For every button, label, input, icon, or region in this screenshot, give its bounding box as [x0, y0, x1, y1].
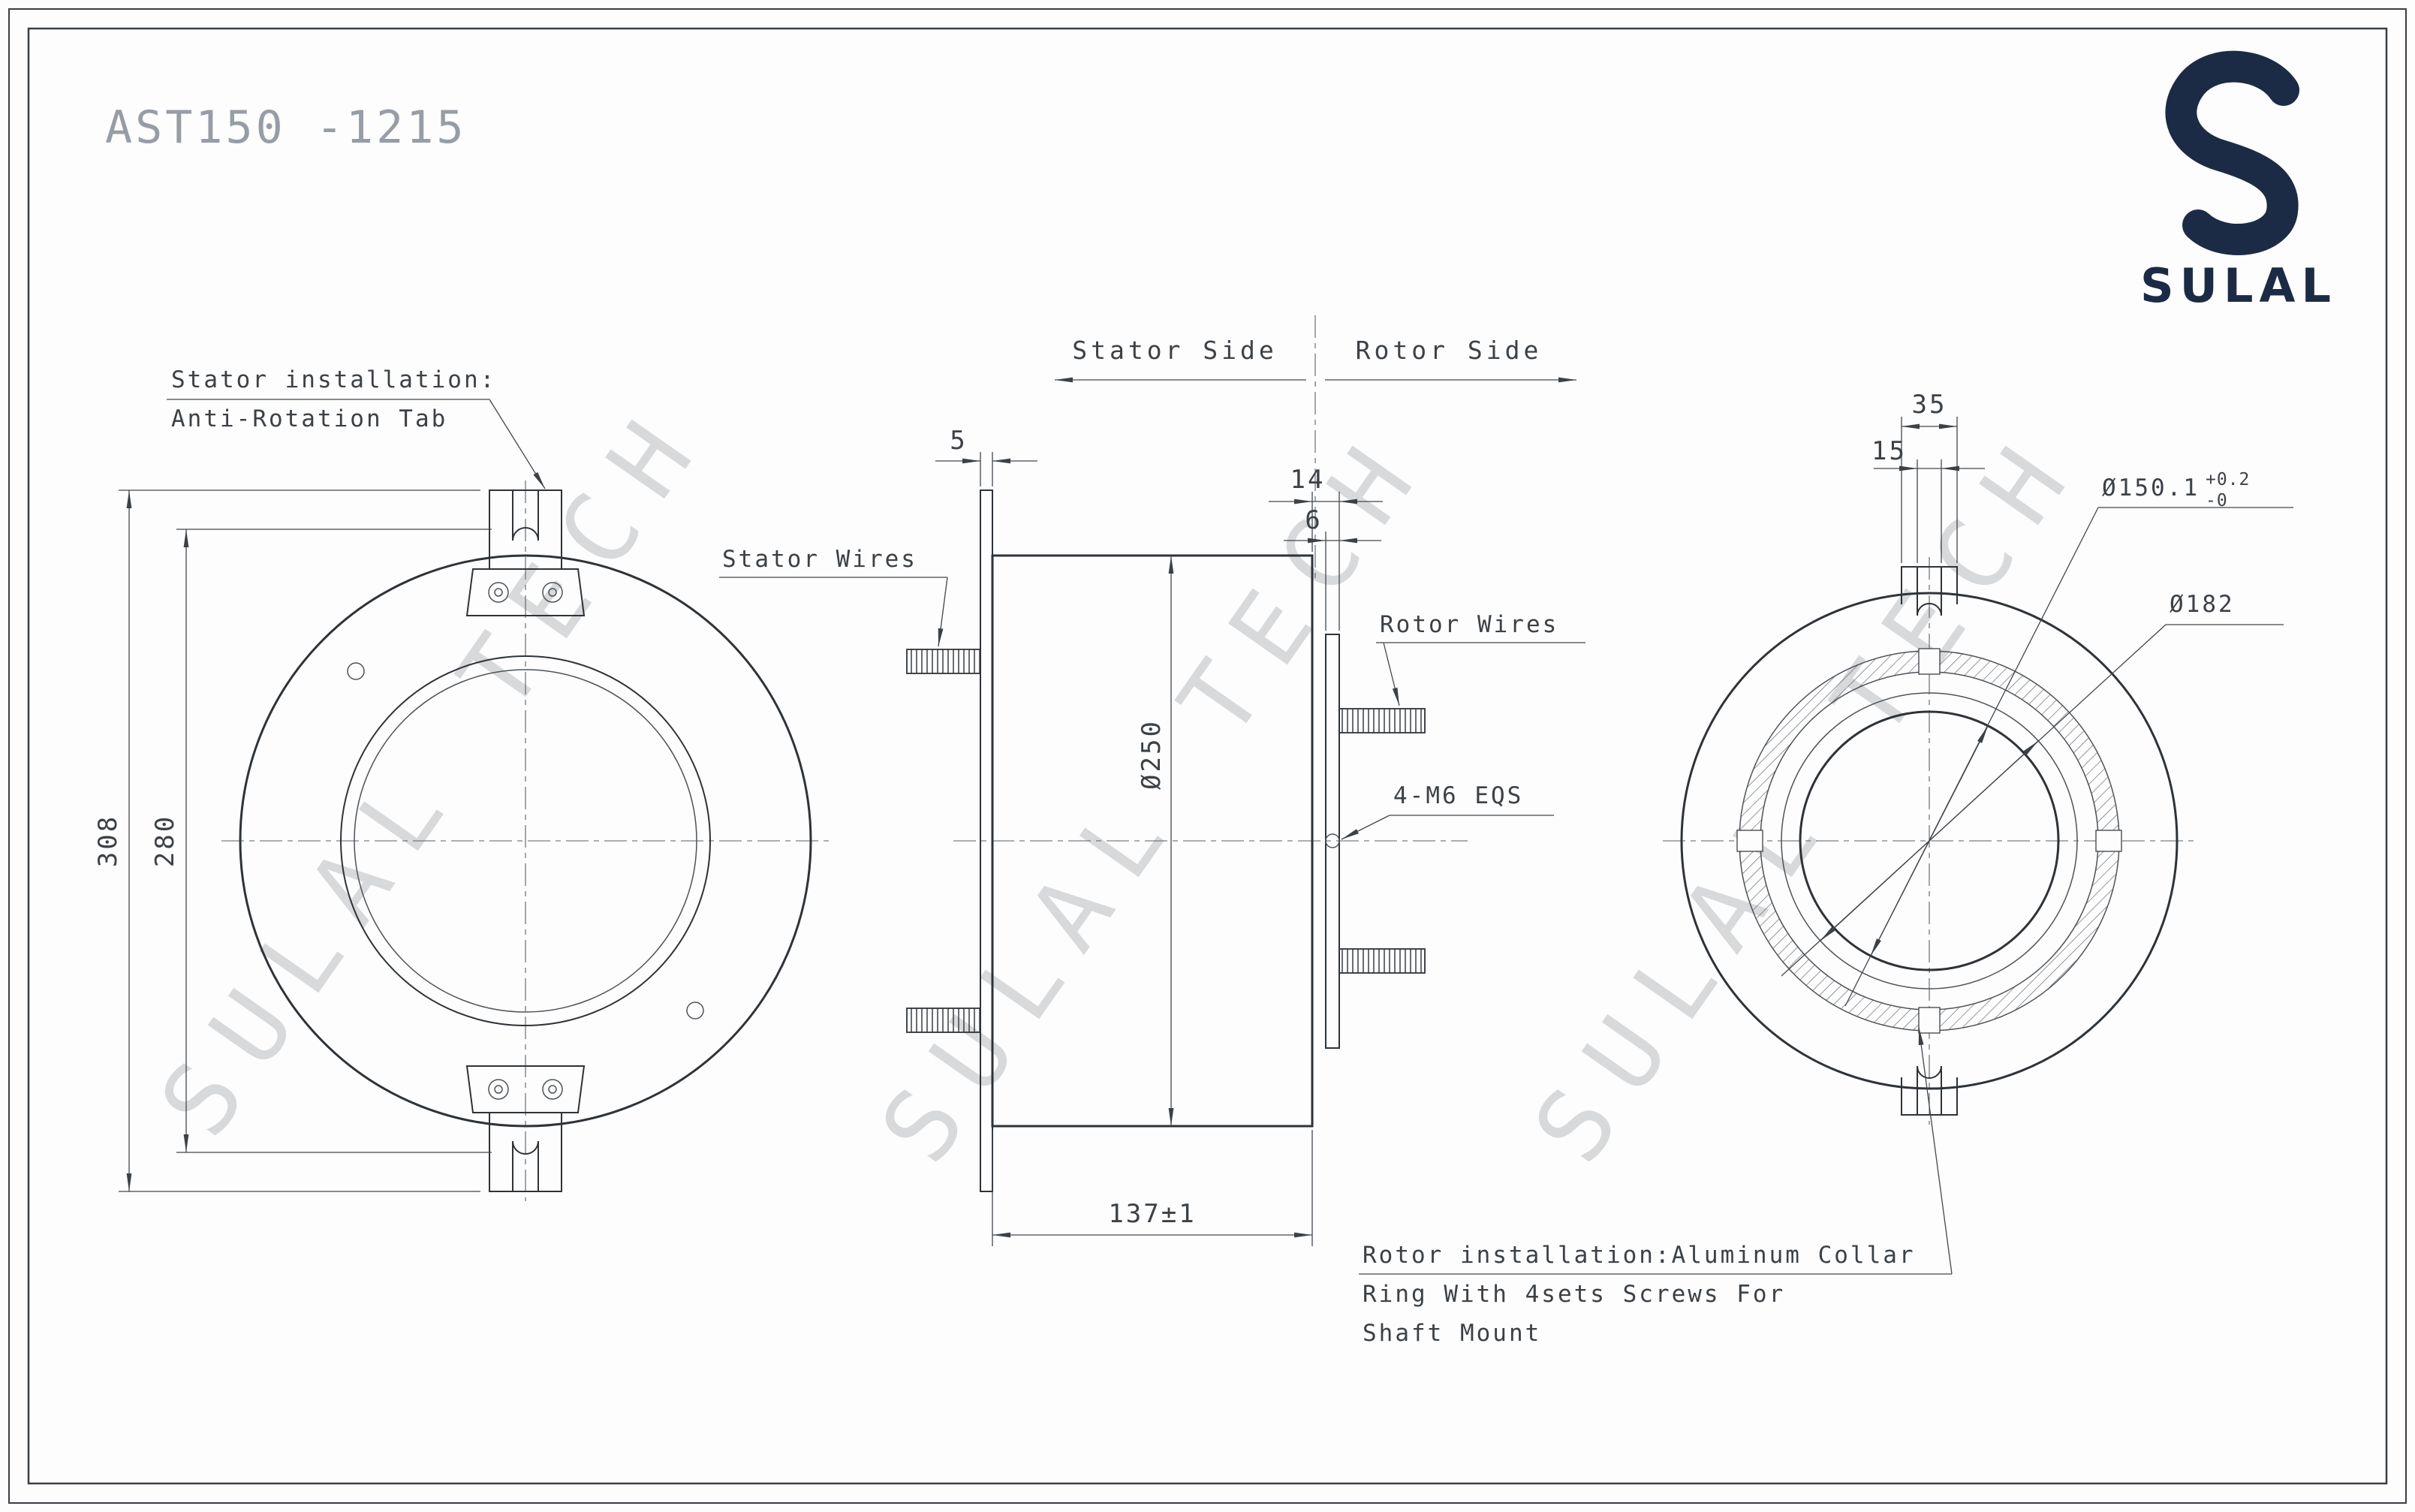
dimension-137: 137±1: [992, 1130, 1313, 1246]
rotor-wires-callout: Rotor Wires: [1376, 611, 1585, 706]
page-title: AST150 -1215: [105, 101, 466, 154]
stator-wire-bundle: [906, 649, 981, 674]
bore-circle: [1799, 710, 2060, 971]
stator-body: [991, 554, 1314, 1128]
side-view: Stator Side Rotor Side Stator Wires Roto…: [719, 315, 1585, 1246]
rotor-view-tab-top: [1901, 566, 1958, 616]
brand-logo: SULAL: [2140, 50, 2337, 313]
rotor-side-label: Rotor Side: [1356, 336, 1543, 365]
dim-308-label: 308: [93, 815, 123, 867]
brand-s-icon: [2165, 50, 2299, 255]
screw-callout: 4-M6 EQS: [1341, 782, 1554, 840]
dim-35-label: 35: [1912, 390, 1947, 420]
dim-5-label: 5: [950, 426, 967, 456]
note-line3: Shaft Mount: [1363, 1320, 1541, 1347]
dim-15-label: 15: [1871, 436, 1907, 466]
brand-name: SULAL: [2140, 258, 2337, 313]
note-line2: Ring With 4sets Screws For: [1363, 1281, 1785, 1308]
dimension-35: 35: [1901, 390, 1958, 563]
dimension-dia150: Ø150.1 +0.2 -0: [1844, 470, 2293, 1007]
dimension-6: 6: [1284, 505, 1381, 631]
stator-bore-inner: [354, 669, 697, 1013]
rotor-wire-bundle: [1338, 708, 1426, 733]
dimension-308: 308: [93, 489, 480, 1192]
dim-137-label: 137±1: [1108, 1199, 1196, 1229]
dimension-5: 5: [935, 426, 1037, 486]
m6-screw: [1325, 833, 1340, 848]
pin-hole: [686, 1001, 704, 1020]
dim-dia250-label: Ø250: [1137, 719, 1167, 790]
rotor-install-note: Rotor installation:Aluminum Collar Ring …: [1359, 1026, 1953, 1347]
dimension-280: 280: [150, 529, 492, 1153]
stator-wires-label: Stator Wires: [722, 546, 917, 573]
stator-wires-callout: Stator Wires: [719, 546, 948, 647]
stator-wire-bundle: [906, 1007, 981, 1033]
dim-dia182-label: Ø182: [2170, 591, 2235, 618]
dim-dia150-label: Ø150.1: [2102, 474, 2200, 501]
watermark: SULAL TECH SULAL TECH SULAL TECH: [138, 381, 2103, 1183]
dim-6-label: 6: [1305, 505, 1322, 535]
stator-bore-outer: [340, 655, 711, 1026]
rotor-view-tab-bottom: [1901, 1065, 1958, 1116]
dimension-15: 15: [1871, 436, 1985, 563]
dim-14-label: 14: [1290, 465, 1326, 495]
dim-280-label: 280: [150, 815, 180, 867]
rotor-wires-label: Rotor Wires: [1380, 611, 1558, 638]
watermark-text: SULAL TECH: [138, 381, 730, 1157]
dimension-14: 14: [1269, 465, 1383, 631]
front-view: 308 280 Stator installation: Anti-Rotati…: [93, 366, 830, 1201]
rotor-outer-circle: [1680, 592, 2179, 1090]
screw-label: 4-M6 EQS: [1393, 782, 1523, 809]
stator-outer-circle: [239, 554, 812, 1128]
dia182-circle: [1781, 692, 2078, 989]
stator-side-label: Stator Side: [1072, 336, 1278, 365]
collar-screw-slots: [1736, 648, 2122, 1034]
stator-install-callout: Stator installation: Anti-Rotation Tab: [167, 366, 546, 489]
dimension-dia250: Ø250: [1137, 556, 1174, 1126]
note-line1: Rotor installation:Aluminum Collar: [1363, 1242, 1916, 1269]
callout-line2: Anti-Rotation Tab: [171, 405, 447, 432]
rotor-wire-bundle: [1338, 948, 1426, 974]
sheet-border: [8, 8, 2407, 1504]
watermark-text: SULAL TECH: [859, 407, 1450, 1183]
pin-hole: [347, 662, 365, 680]
rotor-view: 35 15 Ø150.1 +0.2 -0 Ø182: [1359, 390, 2293, 1347]
dimension-dia182: Ø182: [1781, 591, 2284, 977]
dim-dia150-tol-upper: +0.2: [2206, 470, 2250, 489]
callout-line1: Stator installation:: [171, 366, 496, 393]
